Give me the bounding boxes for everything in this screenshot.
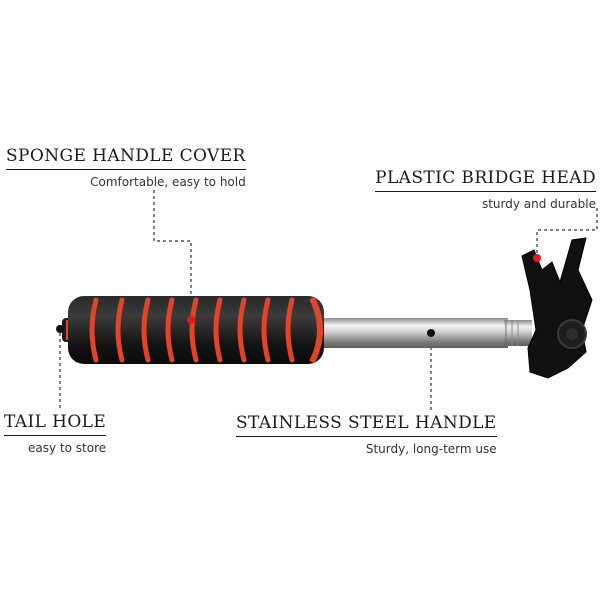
callout-steel: STAINLESS STEEL HANDLE Sturdy, long-term… bbox=[236, 413, 497, 456]
marker-sponge bbox=[187, 316, 195, 324]
callout-bridge: PLASTIC BRIDGE HEAD sturdy and durable bbox=[375, 168, 596, 211]
leader-sponge bbox=[153, 190, 192, 320]
marker-tail bbox=[56, 325, 64, 333]
marker-bridge bbox=[533, 254, 541, 262]
steel-shaft bbox=[318, 318, 532, 348]
callout-sponge: SPONGE HANDLE COVER Comfortable, easy to… bbox=[6, 146, 246, 189]
callout-sponge-subtitle: Comfortable, easy to hold bbox=[90, 175, 246, 189]
callout-sponge-title: SPONGE HANDLE COVER bbox=[6, 146, 246, 170]
marker-steel bbox=[427, 329, 435, 337]
callout-steel-title: STAINLESS STEEL HANDLE bbox=[236, 413, 497, 437]
bridge-head bbox=[521, 237, 593, 379]
callout-bridge-subtitle: sturdy and durable bbox=[481, 197, 596, 211]
callout-bridge-title: PLASTIC BRIDGE HEAD bbox=[375, 168, 596, 192]
leader-bridge bbox=[536, 208, 598, 257]
callout-tail-subtitle: easy to store bbox=[28, 441, 107, 455]
callout-steel-subtitle: Sturdy, long-term use bbox=[365, 442, 497, 456]
sponge-grip bbox=[68, 296, 324, 364]
callout-tail: TAIL HOLE easy to store bbox=[4, 412, 107, 455]
markers bbox=[56, 254, 541, 337]
callout-tail-title: TAIL HOLE bbox=[4, 412, 107, 436]
